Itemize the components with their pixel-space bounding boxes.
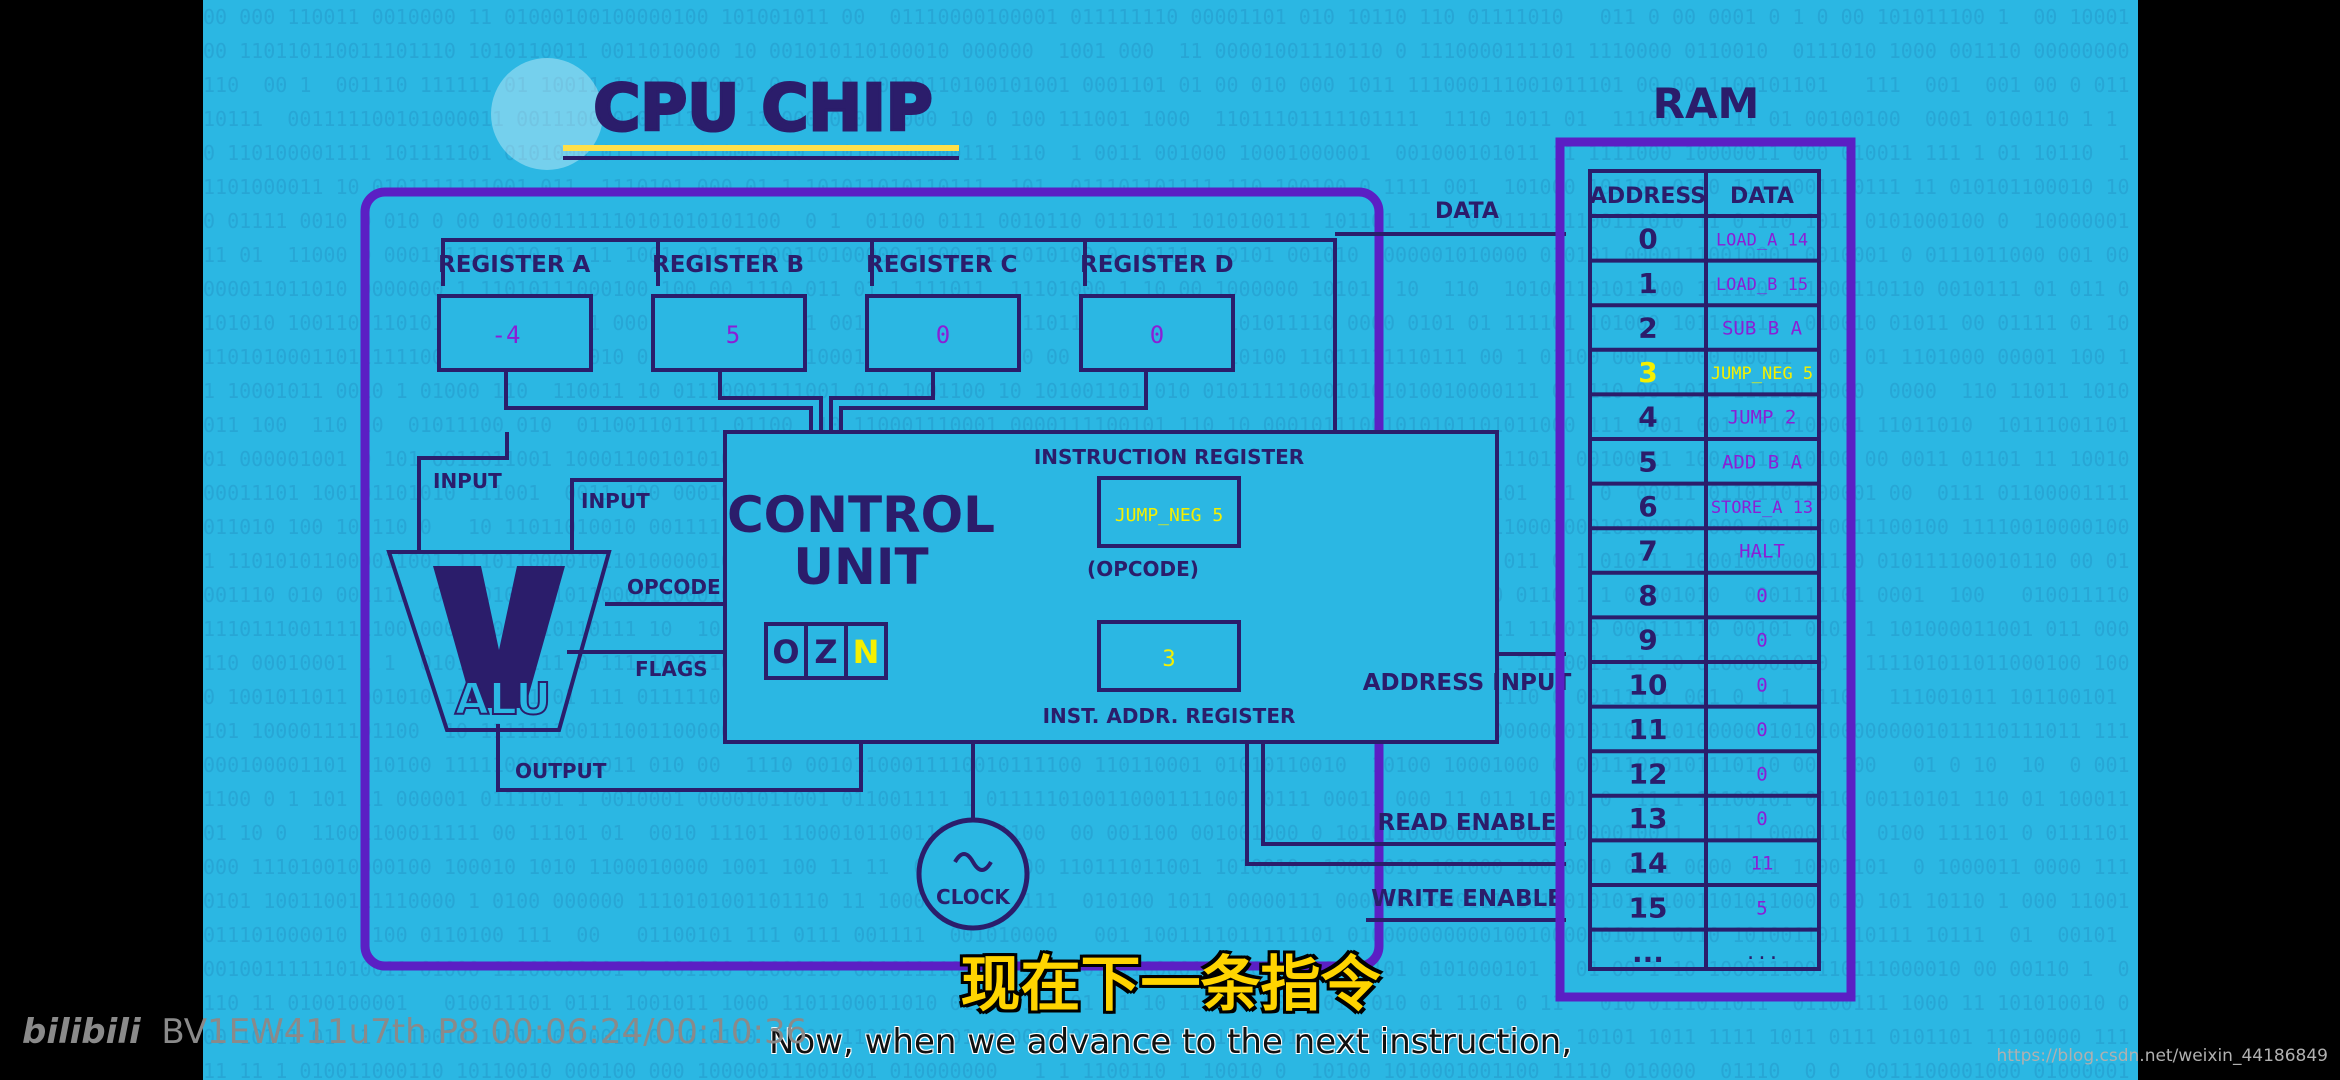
read-enable-label: READ ENABLE [1378, 810, 1557, 836]
instruction-register-box [1097, 476, 1241, 548]
cpu-diagram: CPU CHIP [360, 71, 1856, 1002]
ram-data-cell: 0 [1756, 719, 1767, 741]
ram-data-cell: 0 [1756, 808, 1767, 830]
ram-rows: 0 LOAD_A 14 1 LOAD_B 15 2 SUB B A 3 JUMP_NEG 5 4… [1590, 214, 1819, 969]
ram-data-cell: 5 [1756, 897, 1767, 919]
ram-address-cell: 11 [1629, 713, 1668, 746]
ram-address-cell: 6 [1638, 490, 1657, 523]
instruction-register-label: INSTRUCTION REGISTER [1034, 445, 1304, 469]
clock-label: CLOCK [936, 885, 1011, 909]
flag-z-box [804, 622, 848, 680]
inst-addr-register-value: 3 [1162, 647, 1175, 672]
register-d-value: 0 [1150, 321, 1164, 349]
ram-data-cell: JUMP 2 [1728, 407, 1797, 429]
alu-input-1-label: INPUT [433, 469, 502, 493]
alu-label: ALU [455, 674, 551, 725]
register-a-label: REGISTER A [438, 252, 591, 278]
ram-address-cell: 14 [1629, 847, 1668, 880]
video-part: P8 [437, 1012, 480, 1052]
clock-circle [916, 817, 1030, 931]
video-id: BV1EW411u7th [161, 1012, 427, 1052]
register-group: REGISTER A REGISTER B REGISTER C REGISTE… [437, 252, 1235, 372]
alu-shape [386, 550, 612, 732]
ram-data-cell: STORE_A 13 [1711, 498, 1813, 518]
flag-n: N [853, 633, 880, 671]
alu-v-mark [433, 566, 565, 708]
register-a-value: -4 [492, 321, 521, 349]
address-input-label: ADDRESS INPUT [1363, 670, 1572, 696]
inst-addr-register-box [1097, 620, 1241, 692]
source-credit: https://blog.csdn.net/weixin_44186849 [1996, 1046, 2328, 1066]
alu-output-label: OUTPUT [515, 759, 607, 783]
ram-data-cell: 0 [1756, 764, 1767, 786]
ram-data-cell: 11 [1751, 853, 1774, 875]
ram-data-cell: SUB B A [1722, 318, 1803, 340]
ram-address-cell: 4 [1638, 401, 1657, 434]
video-time: 00:06:24/00:10:36 [490, 1012, 808, 1052]
alu-flags-label: FLAGS [635, 657, 708, 681]
control-unit-label-line1: CONTROL [727, 486, 995, 544]
bilibili-watermark: bilibili BV1EW411u7th P8 00:06:24/00:10:… [22, 1012, 807, 1052]
pbs-logo [491, 58, 603, 170]
cpu-chip-title: CPU CHIP [593, 72, 932, 146]
ram-address-cell: ... [1632, 936, 1664, 969]
ram-address-cell: 3 [1638, 356, 1657, 389]
instruction-register-value: JUMP_NEG 5 [1115, 505, 1223, 526]
inst-addr-register-label: INST. ADDR. REGISTER [1043, 704, 1296, 728]
register-b-box [651, 294, 807, 372]
video-frame: 00 000 110011 0010000 11 010001001000001… [203, 0, 2138, 1080]
ram-data-cell: LOAD_A 14 [1716, 230, 1808, 250]
data-bus-label: DATA [1435, 199, 1499, 224]
write-enable-label: WRITE ENABLE [1371, 886, 1563, 912]
ram-address-cell: 0 [1638, 222, 1657, 255]
ram-data-cell: 0 [1756, 630, 1767, 652]
register-c-label: REGISTER C [866, 252, 1017, 278]
register-b-label: REGISTER B [652, 252, 804, 278]
control-unit-label-line2: UNIT [793, 538, 928, 596]
ram-header-data: DATA [1730, 184, 1794, 209]
ram-address-cell: 8 [1638, 579, 1657, 612]
flag-o: O [772, 633, 799, 671]
register-a-box [437, 294, 593, 372]
ram-address-cell: 15 [1629, 891, 1668, 924]
bilibili-logo: bilibili [22, 1012, 141, 1052]
alu-opcode-label: OPCODE [627, 575, 721, 599]
ram-address-cell: 5 [1638, 445, 1657, 478]
ram-address-cell: 2 [1638, 312, 1657, 345]
ram-address-cell: 12 [1629, 758, 1668, 791]
ram-address-cell: 10 [1629, 668, 1668, 701]
ram-address-cell: 7 [1638, 535, 1657, 568]
register-d-box [1079, 294, 1235, 372]
ram-data-cell: 0 [1756, 674, 1767, 696]
ram-data-cell: ... [1745, 942, 1779, 964]
ram-address-cell: 13 [1629, 802, 1668, 835]
clock-wave-icon [953, 852, 993, 872]
flag-z: Z [814, 633, 837, 671]
subtitle-english: Now, when we advance to the next instruc… [768, 1022, 1573, 1062]
ram-data-cell: LOAD_B 15 [1716, 275, 1808, 295]
register-c-box [865, 294, 1021, 372]
subtitle-chinese: 现在下一条指令 [960, 950, 1381, 1020]
ram-address-cell: 1 [1638, 267, 1657, 300]
register-b-value: 5 [726, 321, 740, 349]
ram-address-cell: 9 [1638, 624, 1657, 657]
ram-data-cell: ADD B A [1722, 451, 1803, 473]
ram-data-cell: 0 [1756, 585, 1767, 607]
ram-boundary [1555, 137, 1856, 1002]
ram-title: RAM [1653, 79, 1760, 128]
flag-o-box [764, 622, 808, 680]
ram-data-cell: JUMP_NEG 5 [1711, 364, 1813, 384]
register-c-value: 0 [936, 321, 950, 349]
flag-n-box [844, 622, 888, 680]
ram-header-address: ADDRESS [1590, 184, 1706, 209]
alu-input-2-label: INPUT [581, 489, 650, 513]
register-d-label: REGISTER D [1080, 252, 1234, 278]
opcode-label: (OPCODE) [1087, 557, 1199, 581]
ram-data-cell: HALT [1739, 541, 1785, 563]
